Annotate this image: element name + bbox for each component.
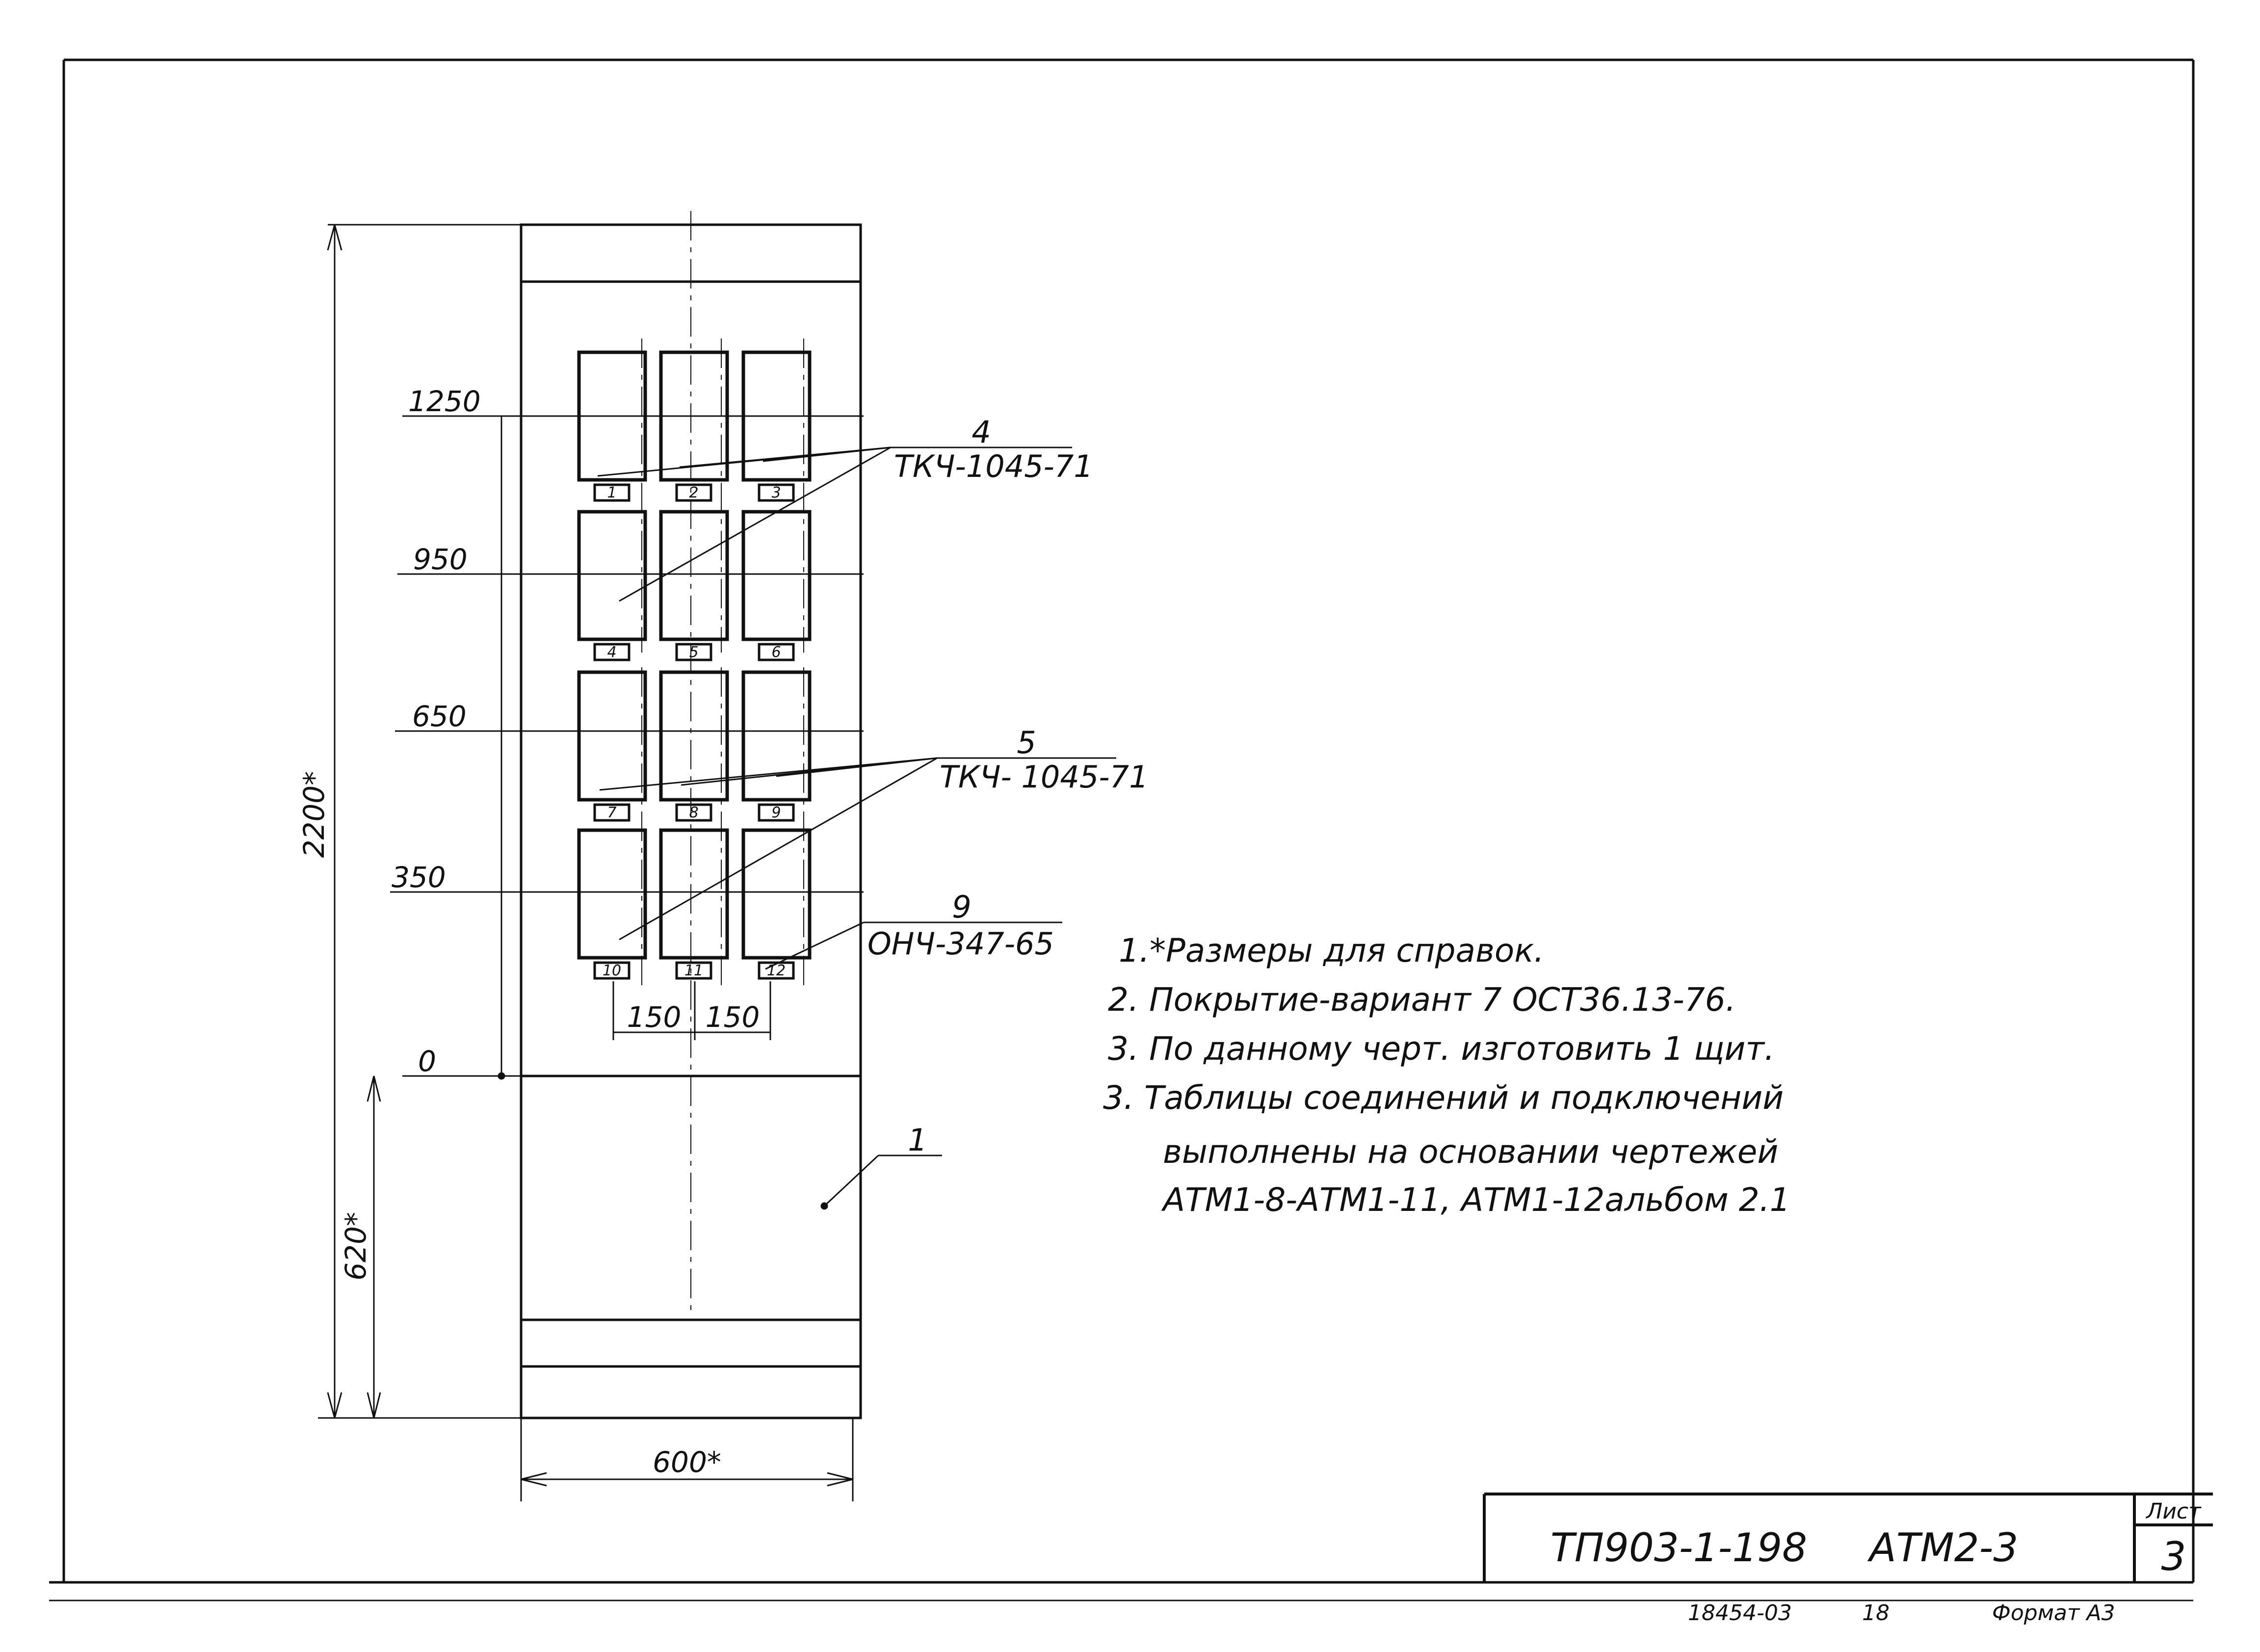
callout-9-number: 9: [952, 889, 971, 925]
plate-number-9: 9: [771, 804, 781, 821]
note-3: 3. По данному черт. изготовить 1 щит.: [1108, 1030, 1775, 1068]
instrument-11: [659, 828, 729, 960]
note-4: 3. Таблицы соединений и подключений: [1103, 1079, 1784, 1117]
instrument-4: [577, 510, 647, 641]
dimension-width-value: 600*: [653, 1445, 721, 1479]
plate-number-2: 2: [689, 484, 698, 501]
dimension-spacing: [612, 981, 771, 1040]
dimension-width: [520, 1418, 854, 1501]
notes: 1.*Размеры для справок. 2. Покрытие-вари…: [1103, 932, 1790, 1219]
label-plates: [593, 483, 795, 980]
title-sheet-number: 3: [2161, 1534, 2186, 1579]
centre-lines: [641, 211, 804, 1315]
plate-number-6: 6: [771, 644, 781, 661]
callout-9-code: ОНЧ-347-65: [867, 926, 1054, 962]
title-sheet-code: АТМ2-3: [1867, 1525, 2018, 1571]
copy-number: 18: [1862, 1600, 1890, 1626]
plate-number-1: 1: [607, 484, 616, 501]
plate-number-5: 5: [689, 644, 698, 661]
level-650: 650: [412, 700, 467, 733]
level-350: 350: [392, 861, 446, 894]
title-sheet-label: Лист: [2145, 1499, 2202, 1524]
note-1: 1.*Размеры для справок.: [1119, 932, 1544, 970]
dimension-level-axis: [498, 416, 505, 1080]
note-4-cont-1: выполнены на основании чертежей: [1163, 1133, 1778, 1171]
level-950: 950: [413, 543, 468, 576]
title-block: [1483, 1493, 2213, 1582]
instrument-10: [577, 828, 647, 960]
instrument-5: [659, 510, 729, 641]
instrument-7: [577, 670, 647, 802]
dimension-lower-height-value: 620*: [339, 1212, 372, 1281]
dimension-total-height-value: 2200*: [297, 771, 331, 858]
instrument-8: [659, 670, 729, 802]
instrument-9: [741, 670, 812, 802]
label-plate-numbers: 1 2 3 4 5 6 7 8 9 10 11 12: [603, 484, 786, 979]
level-1250: 1250: [408, 385, 481, 418]
callout-5-leaders: [599, 757, 1116, 941]
instrument-3: [741, 350, 812, 482]
plate-number-11: 11: [684, 962, 703, 979]
callout-4-leaders: [597, 446, 1072, 602]
plate-number-10: 10: [603, 962, 621, 979]
callout-5-code: ТКЧ- 1045-71: [940, 759, 1149, 795]
instrument-12: [741, 828, 812, 960]
instrument-1: [577, 350, 647, 482]
dimension-total-height: [318, 224, 521, 1419]
callout-9-leaders: [765, 921, 1062, 970]
callout-1-leaders: [820, 1154, 942, 1210]
plate-number-12: 12: [767, 962, 786, 979]
instrument-grid: [577, 350, 812, 960]
level-0: 0: [418, 1045, 436, 1078]
title-project: ТП903-1-198: [1550, 1525, 1807, 1571]
callout-4-number: 4: [972, 414, 991, 450]
instrument-6: [741, 510, 812, 641]
plate-number-8: 8: [689, 804, 698, 821]
format-label: Формат А3: [1992, 1600, 2115, 1626]
dimension-spacing-right: 150: [706, 1000, 760, 1034]
callout-1-number: 1: [908, 1122, 927, 1158]
plate-number-4: 4: [607, 644, 616, 661]
note-4-cont-2: АТМ1-8-АТМ1-11, АТМ1-12альбом 2.1: [1161, 1181, 1790, 1219]
dimension-spacing-left: 150: [627, 1000, 682, 1034]
plate-number-3: 3: [771, 484, 781, 501]
note-2: 2. Покрытие-вариант 7 ОСТ36.13-76.: [1108, 981, 1736, 1019]
callout-5-number: 5: [1017, 725, 1036, 760]
dimension-lower-height: [367, 1075, 381, 1418]
archive-number: 18454-03: [1688, 1600, 1792, 1626]
drawing-frame: [49, 58, 2195, 1601]
instrument-2: [659, 350, 729, 482]
callout-4-code: ТКЧ-1045-71: [894, 448, 1093, 484]
plate-number-7: 7: [607, 804, 616, 821]
